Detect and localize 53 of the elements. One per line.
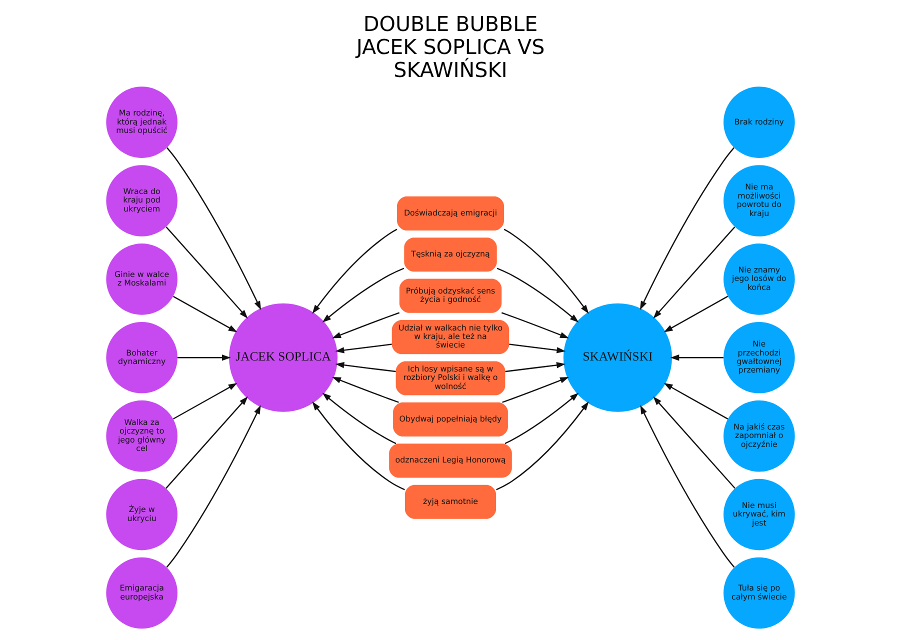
arrow [670,354,723,361]
node-circle: Wraca do kraju pod ukryciem [106,165,177,236]
node-circle: Nie ma możliwości powrotu do kraju [723,165,794,236]
arrow [312,228,397,314]
arrow [663,296,728,332]
arrow [165,226,248,319]
arrow [500,312,568,338]
node-box: Doświadczają emigracji [396,196,504,230]
node-circle: Żyje w ukryciu [106,478,177,550]
arrow [322,268,404,323]
node-box: odznaczeni Legią Honorową [388,444,512,478]
arrow [496,268,578,323]
arrow [663,383,728,420]
node-box: Tęsknią za ojczyzną [404,238,496,272]
arrow [640,405,734,568]
arrow [502,377,568,403]
node-box: Próbują odzyskać sens życia i godność [398,278,502,313]
arrow [166,405,260,568]
arrow [165,396,248,489]
arrow [504,362,565,372]
arrow [652,226,735,319]
arrow [177,354,230,361]
arrow [496,402,588,490]
arrow [312,402,404,490]
arrow [508,344,566,354]
arrow [503,228,588,314]
arrow [332,377,398,403]
arrow [332,312,400,338]
node-circle: Walka za ojczyznę to jego główny cel [106,400,177,472]
node-circle: Nie przechodzi gwałtownej przemiany [723,322,794,394]
arrow [322,392,396,444]
node-circle: Tuła się po całym świecie [723,557,794,629]
node-circle: Nie musi ukrywać, kim jest [723,478,794,550]
node-circle: Emigaracja europejska [106,557,177,629]
node-circle: Nie znamy jego losów do końca [723,244,794,315]
arrow [639,147,734,310]
node-box: Obydwaj popełniają błędy [392,402,508,436]
arrow [652,396,735,489]
node-circle: Ma rodzinę, którą jednak musi opuścić [106,86,177,158]
arrow [504,392,578,444]
arrow [166,147,261,310]
node-circle: Ginie w walce z Moskalami [106,244,177,315]
arrow [172,296,237,332]
node-box: żyją samotnie [404,484,496,519]
node-circle: Na jakiś czas zapomniał o ojczyźnie [723,400,794,472]
diagram-title: DOUBLE BUBBLE JACEK SOPLICA VS SKAWIŃSKI [356,12,544,82]
node-box: Ich losy wpisane są w rozbiory Polski i walkę o wolność [395,361,505,396]
node-circle: Brak rodziny [723,86,794,158]
node-box: Udział w walkach nie tylko w kraju, ale też na świecie [391,320,509,354]
node-circle: Bohater dynamiczny [106,322,177,394]
arrow [334,344,392,354]
arrow [334,362,396,372]
arrow [172,382,237,420]
